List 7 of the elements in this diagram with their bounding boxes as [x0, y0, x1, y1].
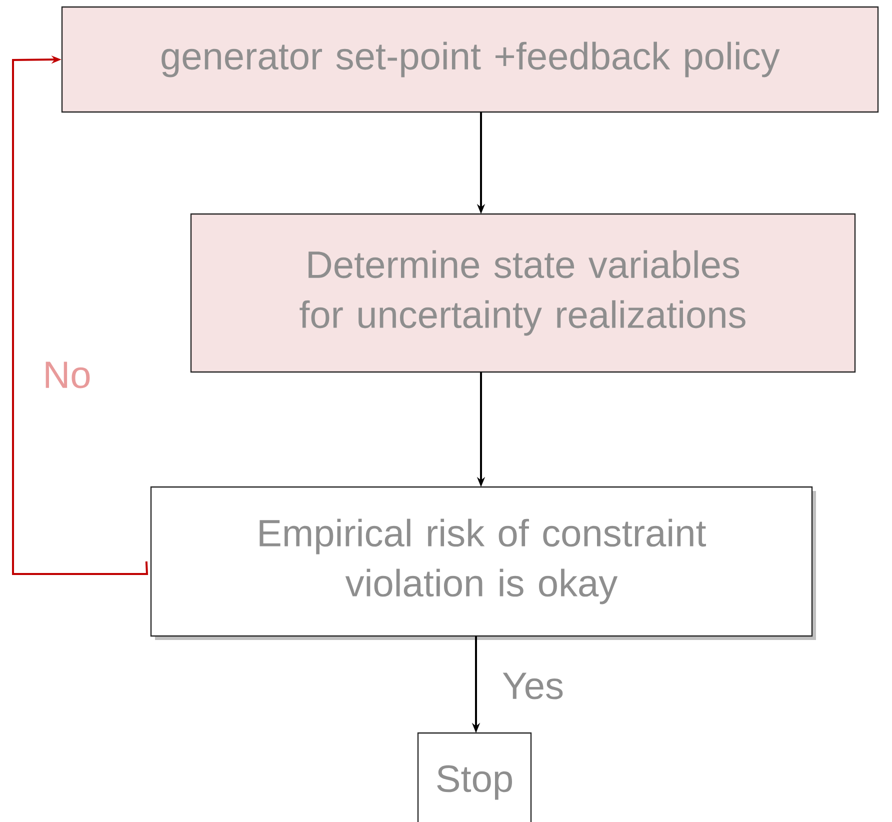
terminal-box: Stop	[417, 732, 532, 822]
process-box: generator set-point +feedback policy	[61, 6, 879, 113]
arrow	[12, 55, 148, 575]
process-box: Determine state variables for uncertainty realizations	[190, 213, 856, 373]
edge-label: No	[46, 362, 90, 388]
decision-box: Empirical risk of constraint violation is okay	[150, 486, 816, 640]
edge-label: Yes	[502, 672, 563, 700]
